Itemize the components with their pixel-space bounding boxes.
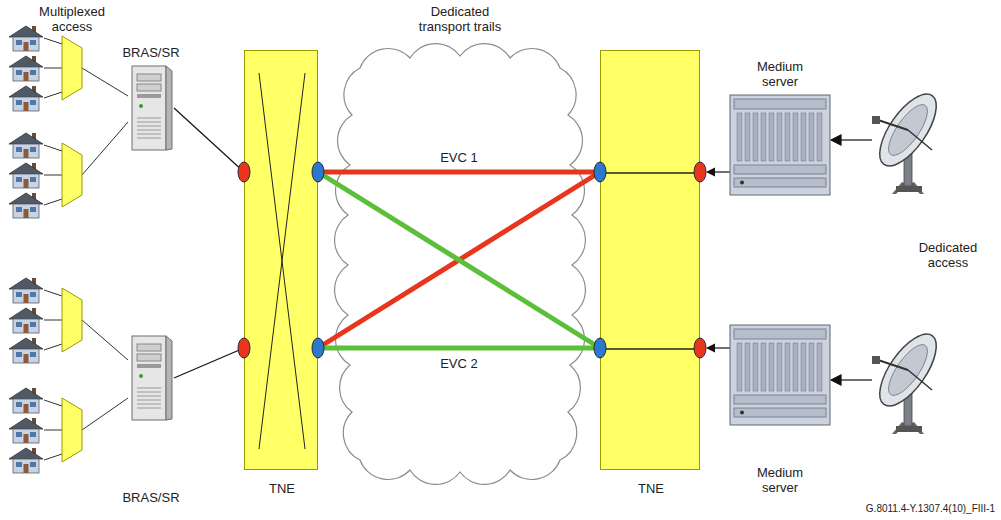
satellite-dishes (869, 85, 947, 434)
medium-server: Medium server (730, 325, 830, 425)
subscriber-houses (9, 26, 43, 473)
connector (318, 172, 600, 348)
connector-line (174, 108, 244, 172)
interface-port (238, 338, 250, 358)
connector (174, 348, 244, 378)
multiplexers (62, 36, 82, 462)
bras-server: BRAS/SR (128, 66, 174, 150)
trail-label: EVC 2 (437, 356, 481, 371)
interface-port (312, 162, 324, 182)
node-label: BRAS/SR (111, 45, 191, 60)
connector-line (715, 171, 730, 172)
interface-port (694, 338, 706, 358)
connector-line (318, 170, 600, 175)
trail-label: EVC 1 (437, 150, 481, 165)
arrow-head (706, 168, 715, 177)
interface-port (594, 338, 606, 358)
medium-server: Medium server (730, 95, 830, 195)
interface-port (694, 162, 706, 182)
node-label: TNE (252, 481, 312, 496)
bras-server: BRAS/SR (128, 336, 174, 420)
transport-network-element: TNE (600, 50, 700, 470)
arrow-head (706, 344, 715, 353)
medium-server-drawing (730, 95, 830, 195)
connector-line (318, 346, 600, 351)
interface-port (594, 162, 606, 182)
connector-line (318, 172, 600, 348)
figure-code: G.8011.4-Y.1307.4(10)_FIII-1 (866, 503, 995, 515)
connector (318, 172, 600, 348)
node-label: Medium server (740, 59, 820, 89)
medium-server-drawing (730, 325, 830, 425)
node-label: TNE (621, 481, 681, 496)
transport-network-element: TNE (244, 50, 318, 470)
connector-line (715, 347, 730, 348)
connector-line (318, 172, 600, 348)
annotation-label: Multiplexed access (27, 4, 117, 34)
annotation-label: Dedicated access (908, 240, 988, 270)
connector (706, 344, 730, 353)
node-label: Medium server (740, 465, 820, 495)
network-cloud (335, 44, 586, 485)
interface-port (238, 162, 250, 182)
annotation-label: Dedicated transport trails (405, 4, 515, 34)
node-label: BRAS/SR (111, 490, 191, 505)
connector (174, 108, 244, 172)
interface-port (312, 338, 324, 358)
access-lines (44, 38, 128, 460)
connector (318, 348, 600, 349)
bras-server-drawing (128, 66, 174, 150)
bras-server-drawing (128, 336, 174, 420)
transport-network-element-drawing (601, 51, 701, 471)
connector (706, 168, 730, 177)
connector-line (174, 348, 244, 378)
connector (318, 172, 600, 173)
transport-network-element-drawing (245, 51, 319, 471)
feed-arrows (831, 135, 872, 385)
